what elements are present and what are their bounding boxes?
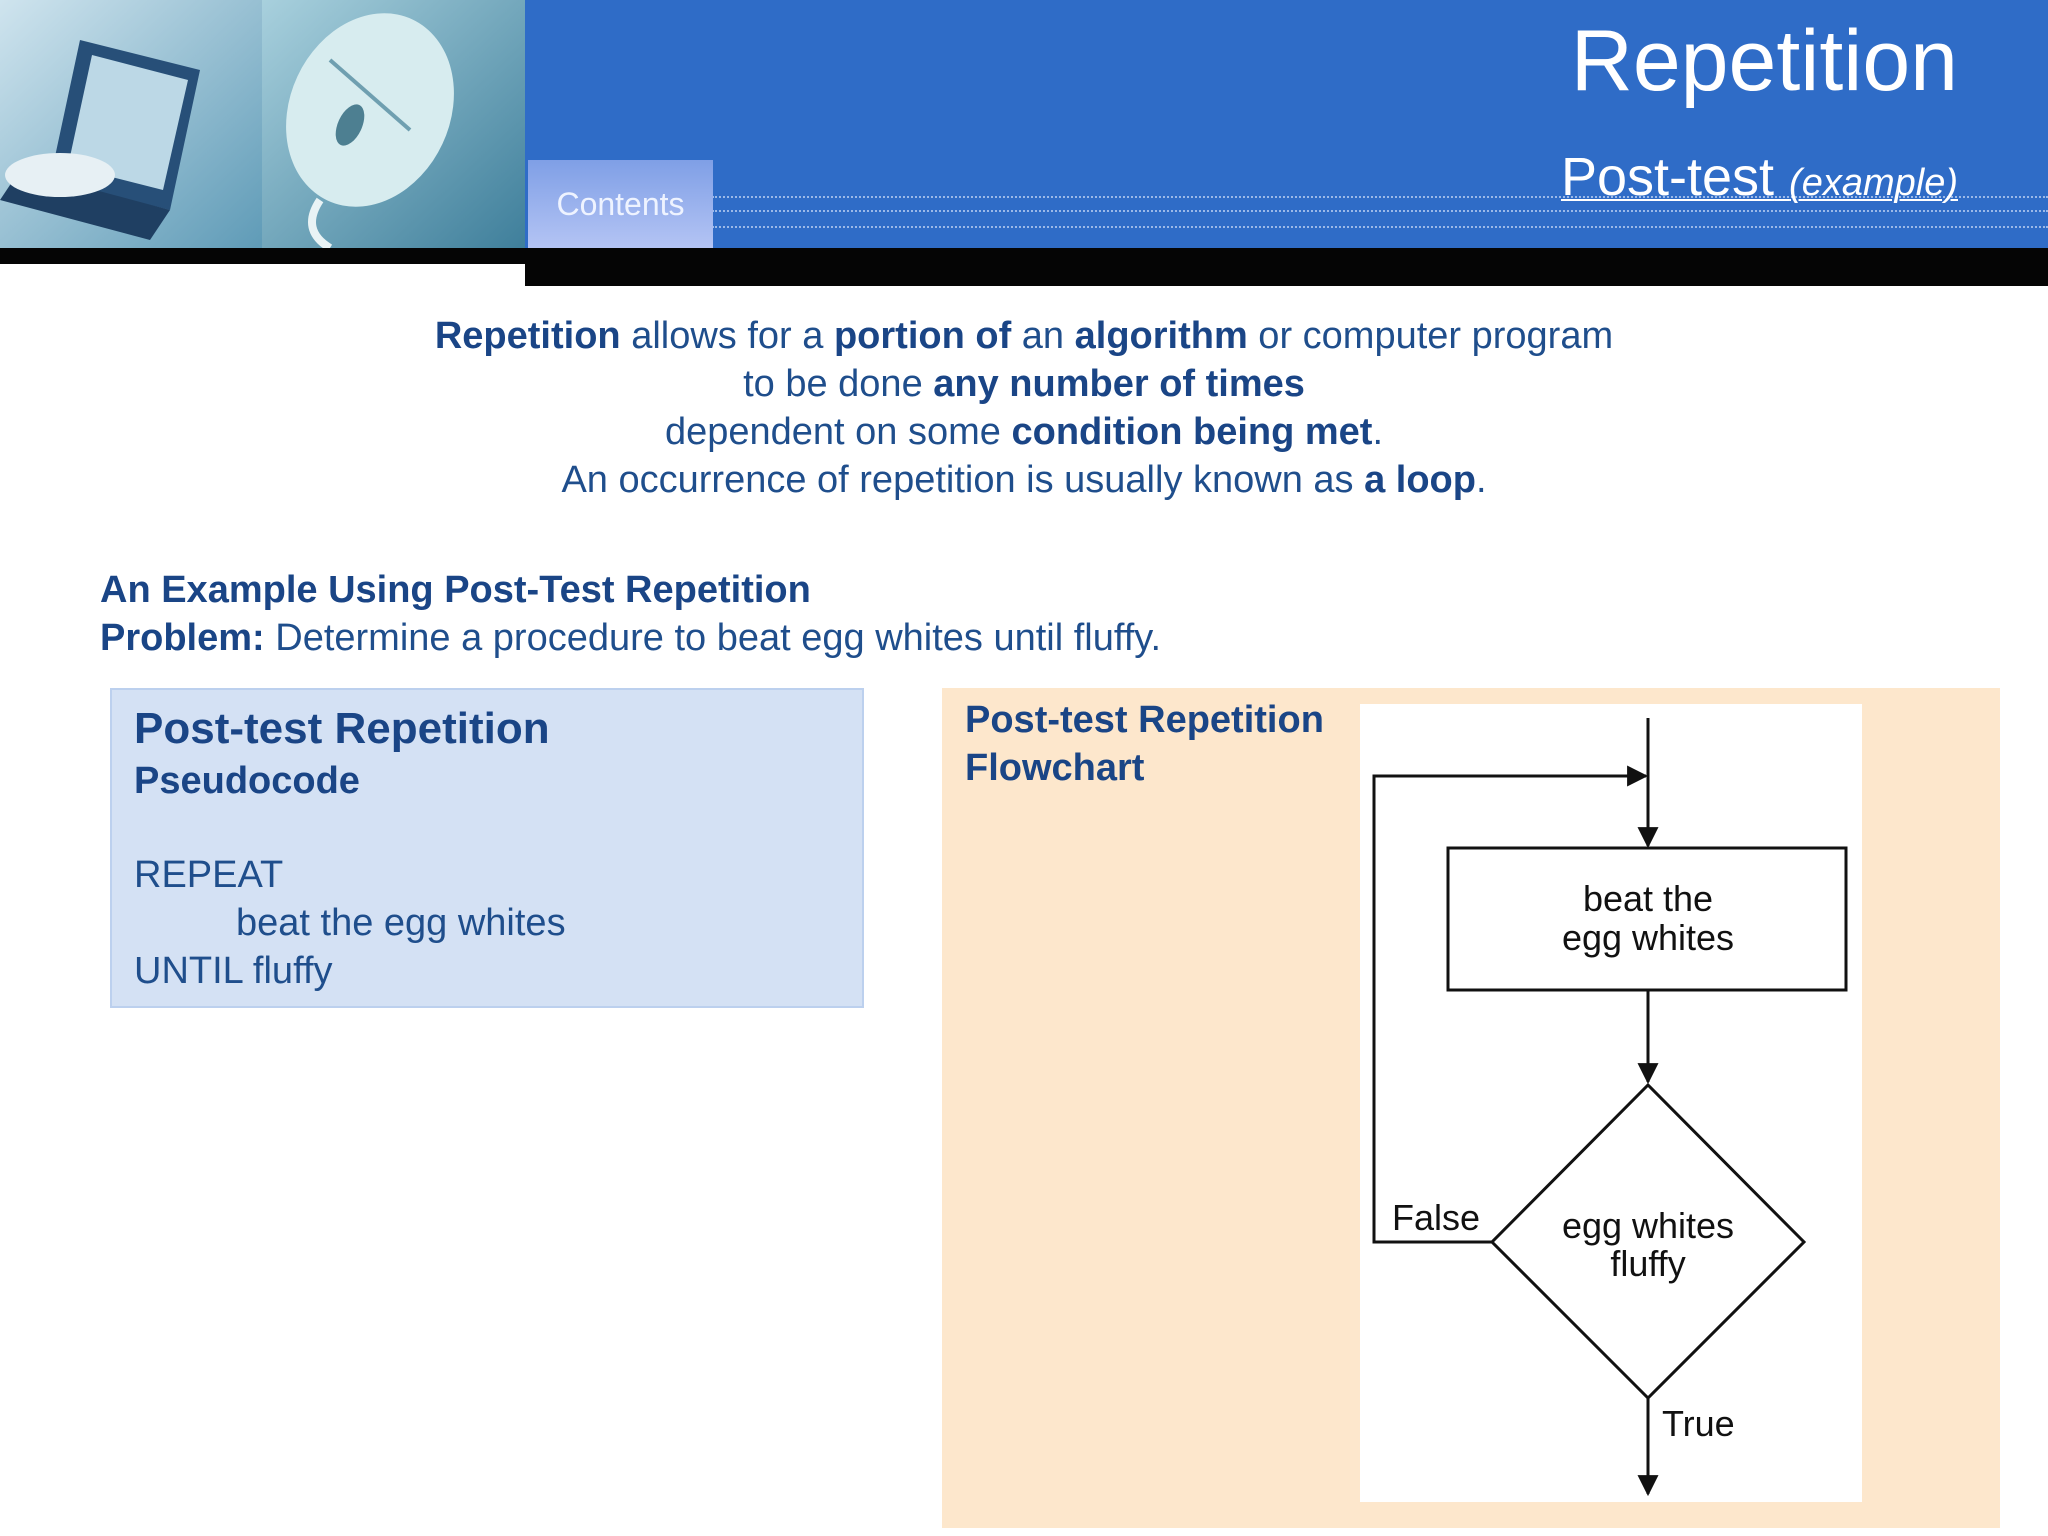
intro-text: dependent on some (664, 411, 1012, 453)
false-label: False (1392, 1197, 1480, 1238)
header-bar (525, 0, 2048, 248)
intro-line: An occurrence of repetition is usually k… (0, 456, 2048, 504)
code-line: REPEAT (134, 854, 284, 896)
example-section: An Example Using Post-Test Repetition Pr… (100, 566, 1800, 662)
intro-text: . (1372, 411, 1384, 453)
header-divider-left (0, 248, 525, 264)
dotted-line (712, 196, 2048, 198)
problem-text: Determine a procedure to beat egg whites… (264, 617, 1162, 659)
true-label: True (1662, 1403, 1735, 1444)
intro-bold: condition being met (1011, 411, 1373, 453)
intro-text: . (1475, 459, 1487, 501)
contents-tab-label: Contents (556, 186, 685, 222)
flowchart-canvas: beat the egg whites egg whites fluffy Fa… (1360, 704, 1862, 1502)
flowchart-title-line: Flowchart (965, 747, 1145, 789)
intro-line: Repetition allows for a portion of an al… (0, 312, 2048, 360)
intro-text: to be done (743, 363, 934, 405)
problem-label: Problem: (100, 617, 265, 659)
contents-tab[interactable]: Contents (528, 160, 713, 248)
pseudocode-title: Post-test Repetition (134, 704, 550, 753)
laptop-mouse-photo-icon (0, 0, 525, 248)
slide-subtitle: Post-test (example) (1561, 146, 1958, 208)
header-divider-right (525, 248, 2048, 286)
header-photo (0, 0, 525, 248)
pseudocode-box: Post-test Repetition Pseudocode REPEAT b… (110, 688, 864, 1008)
intro-line: dependent on some condition being met. (0, 408, 2048, 456)
dotted-line (712, 210, 2048, 212)
code-line: beat the egg whites (236, 902, 566, 944)
dotted-line (712, 226, 2048, 228)
intro-bold: Repetition (434, 315, 621, 357)
flowchart-title-line: Post-test Repetition (965, 699, 1324, 741)
process-box (1446, 846, 1848, 992)
flowchart-title: Post-test Repetition Flowchart (965, 696, 1324, 792)
process-text: egg whites (1562, 917, 1734, 958)
slide-title: Repetition (1570, 13, 1958, 109)
intro-paragraph: Repetition allows for a portion of an al… (0, 312, 2048, 504)
subtitle-note: (example) (1789, 162, 1958, 204)
intro-bold: any number of times (933, 363, 1305, 405)
subtitle-main: Post-test (1560, 147, 1775, 207)
intro-bold: portion of (833, 315, 1012, 357)
intro-line: to be done any number of times (0, 360, 2048, 408)
intro-text: An occurrence of repetition is usually k… (561, 459, 1365, 501)
intro-text: an (1011, 315, 1075, 357)
process-text: beat the (1583, 878, 1713, 919)
code-line: UNTIL fluffy (134, 950, 333, 992)
intro-text: or computer program (1247, 315, 1614, 357)
example-heading: An Example Using Post-Test Repetition (100, 569, 811, 611)
intro-bold: a loop (1364, 459, 1476, 501)
pseudocode-subtitle: Pseudocode (134, 760, 360, 802)
intro-bold: algorithm (1074, 315, 1248, 357)
intro-text: allows for a (620, 315, 834, 357)
flowchart-diagram: beat the egg whites egg whites fluffy Fa… (1372, 718, 1848, 1497)
loop-back-arrow (1372, 765, 1649, 1244)
decision-text: fluffy (1610, 1243, 1685, 1284)
decision-text: egg whites (1562, 1205, 1734, 1246)
